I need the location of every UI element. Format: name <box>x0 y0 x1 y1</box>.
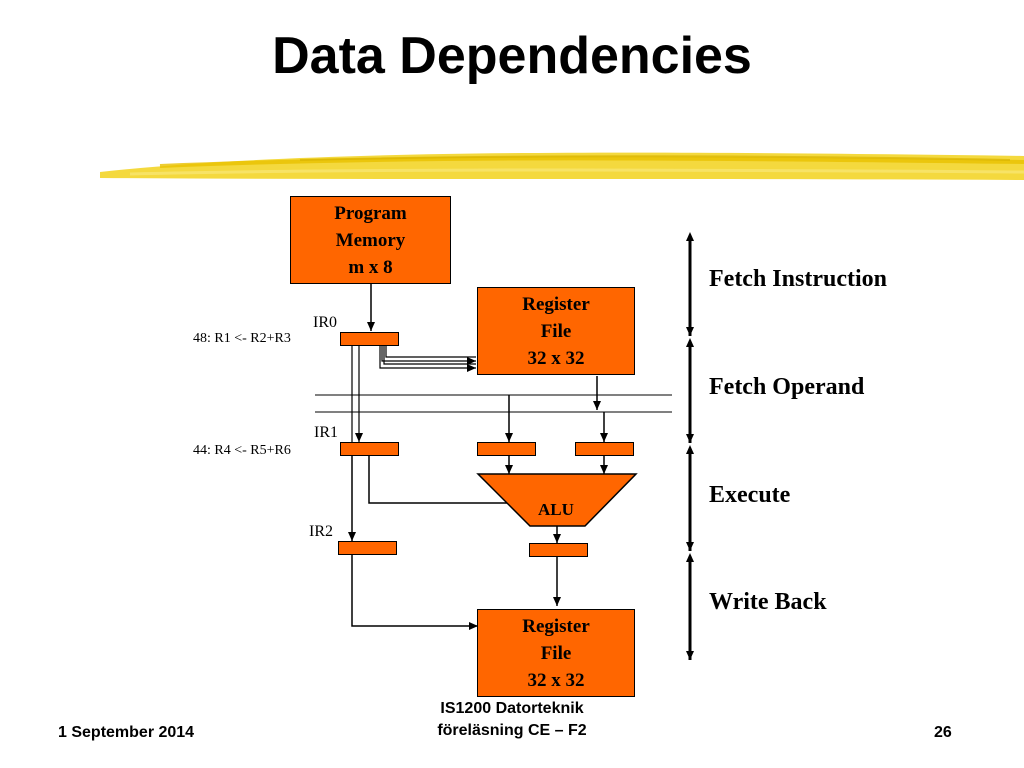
ir0-register <box>340 332 399 346</box>
register-file-top-line1: Register <box>522 293 590 315</box>
operand-a-register <box>477 442 536 456</box>
footer-date: 1 September 2014 <box>58 724 195 741</box>
program-memory-box: Program Memory m x 8 <box>290 196 451 284</box>
stage-label-write-back: Write Back <box>709 589 827 615</box>
alu-result-register <box>529 543 588 557</box>
alu-label: ALU <box>538 500 574 519</box>
register-file-bottom-line1: Register <box>522 615 590 637</box>
slide-title: Data Dependencies <box>272 27 752 85</box>
program-memory-line1: Program <box>334 202 407 224</box>
stage-label-execute: Execute <box>709 482 791 508</box>
register-file-top-line3: 32 x 32 <box>527 347 585 369</box>
register-file-top-box: Register File 32 x 32 <box>477 287 635 375</box>
footer-course-line2: föreläsning CE – F2 <box>437 722 587 739</box>
stage-label-fetch-operand: Fetch Operand <box>709 374 865 400</box>
stage-label-fetch-instruction: Fetch Instruction <box>709 266 887 292</box>
footer-course: IS1200 Datorteknik föreläsning CE – F2 <box>412 698 612 742</box>
register-file-bottom-box: Register File 32 x 32 <box>477 609 635 697</box>
ir2-label: IR2 <box>309 523 333 540</box>
ir1-register <box>340 442 399 456</box>
instruction-44: 44: R4 <- R5+R6 <box>193 443 291 458</box>
footer-page-number: 26 <box>934 724 952 741</box>
alu-shape <box>476 473 638 527</box>
ir0-label: IR0 <box>313 314 337 331</box>
instruction-48: 48: R1 <- R2+R3 <box>193 331 291 346</box>
ir1-label: IR1 <box>314 424 338 441</box>
operand-b-register <box>575 442 634 456</box>
program-memory-line3: m x 8 <box>348 256 393 278</box>
footer-course-line1: IS1200 Datorteknik <box>440 700 584 717</box>
register-file-bottom-line3: 32 x 32 <box>527 669 585 691</box>
program-memory-line2: Memory <box>335 229 406 251</box>
title-underline-brush <box>100 152 1024 180</box>
register-file-top-line2: File <box>540 320 572 342</box>
ir2-register <box>338 541 397 555</box>
register-file-bottom-line2: File <box>540 642 572 664</box>
